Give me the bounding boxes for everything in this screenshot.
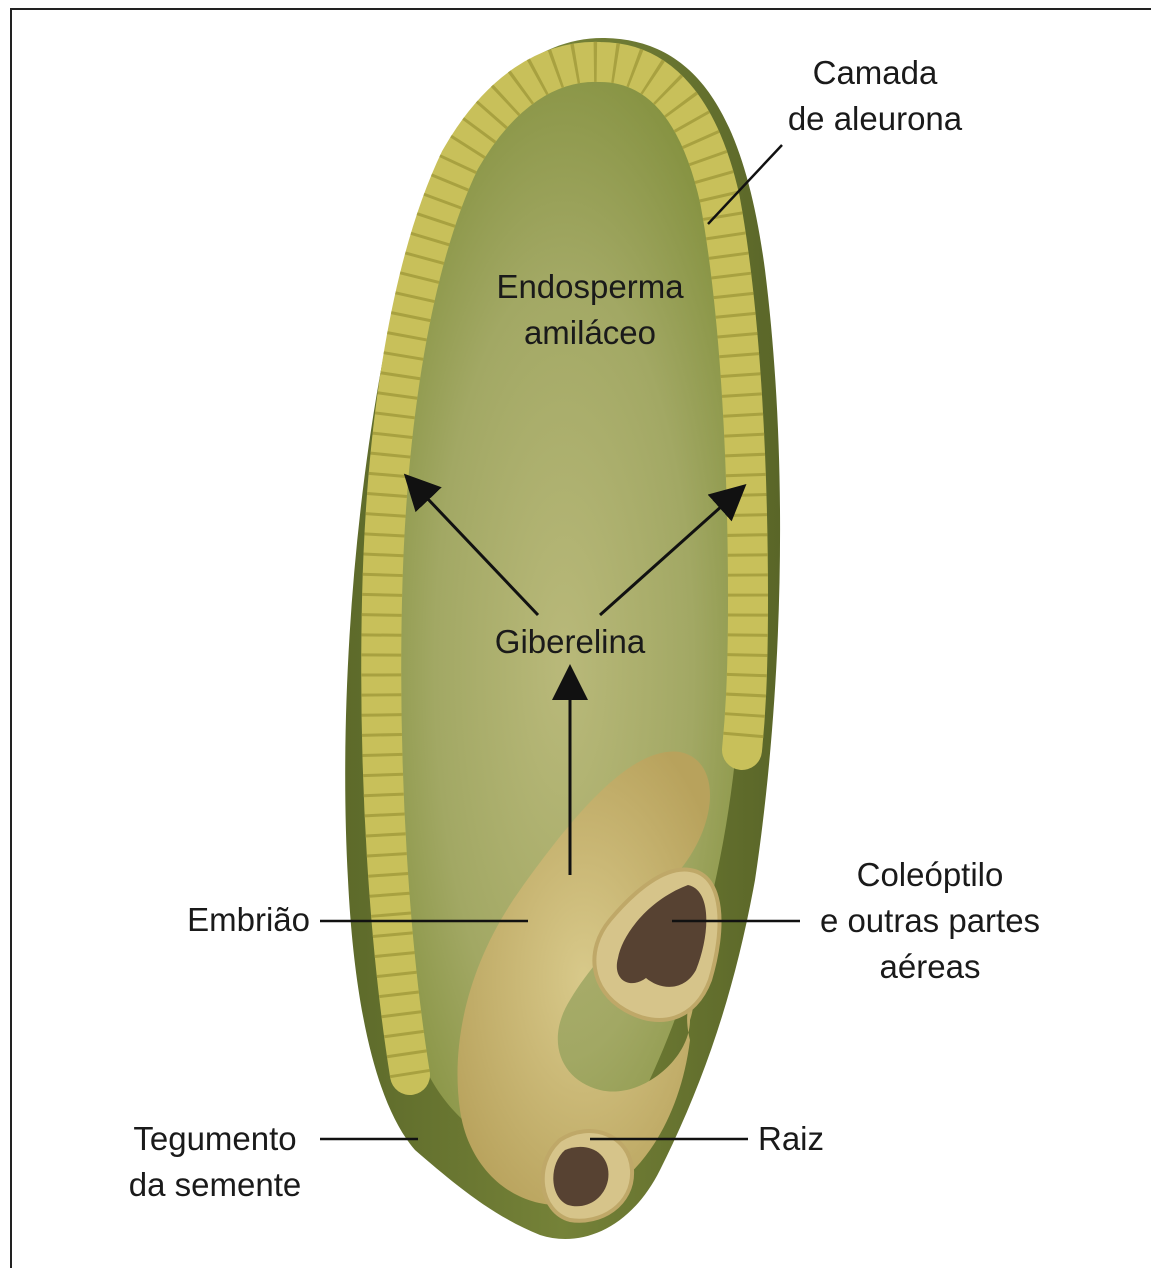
label-seed-coat: Tegumento da semente [110, 1116, 320, 1208]
label-coleoptile-line2: e outras partes [800, 898, 1060, 944]
label-aleurone-line1: Camada [770, 50, 980, 96]
label-endosperm-line2: amiláceo [470, 310, 710, 356]
label-coleoptile-line1: Coleóptilo [800, 852, 1060, 898]
label-embryo: Embrião [140, 897, 310, 943]
label-seed-coat-line1: Tegumento [110, 1116, 320, 1162]
label-endosperm-line1: Endosperma [470, 264, 710, 310]
label-aleurone-line2: de aleurona [770, 96, 980, 142]
label-gibberellin: Giberelina [470, 619, 670, 665]
label-coleoptile-line3: aéreas [800, 944, 1060, 990]
label-endosperm: Endosperma amiláceo [470, 264, 710, 356]
label-coleoptile: Coleóptilo e outras partes aéreas [800, 852, 1060, 990]
label-seed-coat-line2: da semente [110, 1162, 320, 1208]
label-aleurone: Camada de aleurona [770, 50, 980, 142]
label-root: Raiz [758, 1116, 824, 1162]
